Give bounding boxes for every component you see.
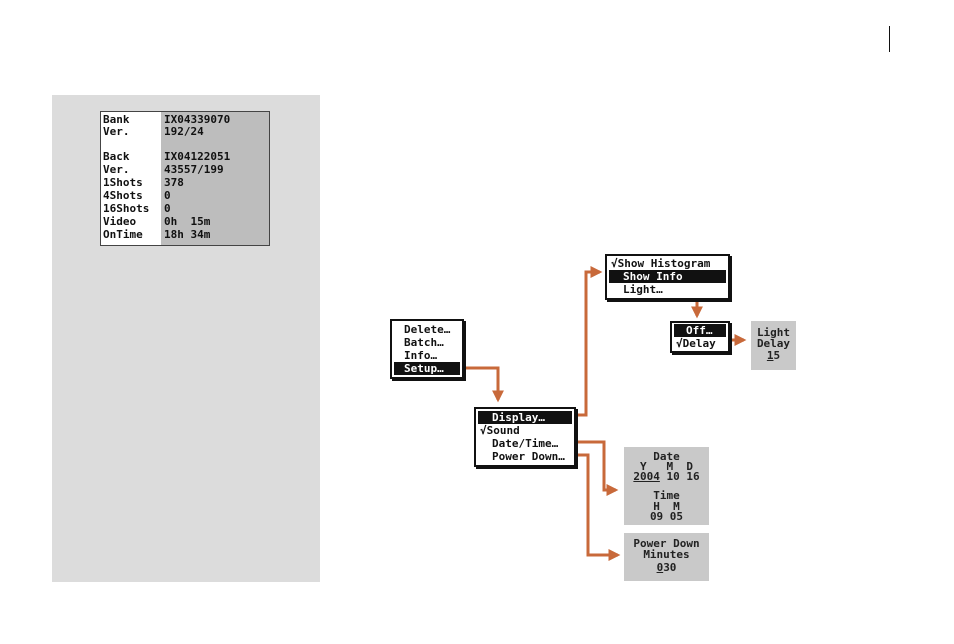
menu-item-delete[interactable]: Delete… <box>404 323 451 336</box>
time-values[interactable]: 09 05 <box>649 510 684 523</box>
power-down-value[interactable]: 030 <box>624 562 709 574</box>
info-label: 1Shots <box>103 176 143 189</box>
arrow-setup-to-setup-menu <box>462 366 504 403</box>
info-value: 18h 34m <box>164 228 211 241</box>
info-value: 0 <box>164 202 171 215</box>
menu-item-sound[interactable]: √Sound <box>480 424 520 437</box>
menu-item-display[interactable]: Display… <box>478 411 572 424</box>
info-value: IX04339070 <box>164 113 231 126</box>
info-value: 0 <box>164 189 171 202</box>
date-title: Date <box>653 450 680 463</box>
info-label: 16Shots <box>103 202 150 215</box>
menu-item-show-histogram[interactable]: √Show Histogram <box>611 257 711 270</box>
power-down-digit-rest: 30 <box>663 561 677 574</box>
time-headers: H M <box>653 500 680 513</box>
info-values-background <box>161 112 269 245</box>
power-down-digit-cursor: 0 <box>656 561 664 574</box>
power-down-panel: Power Down Minutes 030 <box>624 533 709 581</box>
arrow-datetime-to-date-panel <box>572 440 619 496</box>
light-delay-title: Light <box>756 326 791 339</box>
arrow-display-to-display-menu <box>572 266 603 417</box>
menu-item-power-down[interactable]: Power Down… <box>492 450 565 463</box>
menu-item-date-time[interactable]: Date/Time… <box>492 437 559 450</box>
info-label: Video <box>103 215 137 228</box>
date-month-day: 10 16 <box>659 470 700 483</box>
arrow-powerdown-to-powerdown-panel <box>572 453 621 561</box>
light-delay-subtitle: Delay <box>756 337 791 350</box>
info-label: 4Shots <box>103 189 143 202</box>
display-menu: √Show Histogram Show Info Light… <box>605 254 730 300</box>
info-value: IX04122051 <box>164 150 231 163</box>
info-value: 43557/199 <box>164 163 224 176</box>
menu-item-light-off[interactable]: Off… <box>674 324 726 337</box>
power-down-subtitle: Minutes <box>643 548 690 561</box>
light-delay-digit-rest: 5 <box>773 349 781 362</box>
info-label: Ver. <box>103 163 130 176</box>
main-menu: Delete… Batch… Info… Setup… <box>390 319 464 379</box>
info-label: Bank <box>103 113 130 126</box>
time-title: Time <box>653 489 680 502</box>
menu-item-info[interactable]: Info… <box>404 349 438 362</box>
info-label: Ver. <box>103 125 130 138</box>
light-delay-digit-cursor: 1 <box>766 349 774 362</box>
menu-item-show-info[interactable]: Show Info <box>609 270 726 283</box>
info-value: 0h 15m <box>164 215 211 228</box>
setup-menu: Display… √Sound Date/Time… Power Down… <box>474 407 576 467</box>
date-headers: Y M D <box>640 460 693 473</box>
menu-item-light[interactable]: Light… <box>623 283 663 296</box>
date-time-panel: Date Y M D 2004 10 16 Time H M 09 05 <box>624 447 709 525</box>
power-down-title: Power Down <box>633 537 700 550</box>
menu-item-batch[interactable]: Batch… <box>404 336 444 349</box>
light-delay-value[interactable]: 15 <box>751 350 796 362</box>
menu-item-light-delay[interactable]: √Delay <box>676 337 716 350</box>
info-value: 192/24 <box>164 125 204 138</box>
light-delay-panel: Light Delay 15 <box>751 321 796 370</box>
menu-item-setup[interactable]: Setup… <box>394 362 460 375</box>
light-menu: Off… √Delay <box>670 321 730 353</box>
date-year: 2004 <box>633 470 660 483</box>
page-divider-line <box>889 26 890 52</box>
info-label: OnTime <box>103 228 143 241</box>
camera-info-screen: Bank IX04339070 Ver. 192/24 Back IX04122051… <box>100 111 270 246</box>
date-values[interactable]: 2004 10 16 <box>624 471 709 483</box>
info-label: Back <box>103 150 130 163</box>
info-value: 378 <box>164 176 184 189</box>
